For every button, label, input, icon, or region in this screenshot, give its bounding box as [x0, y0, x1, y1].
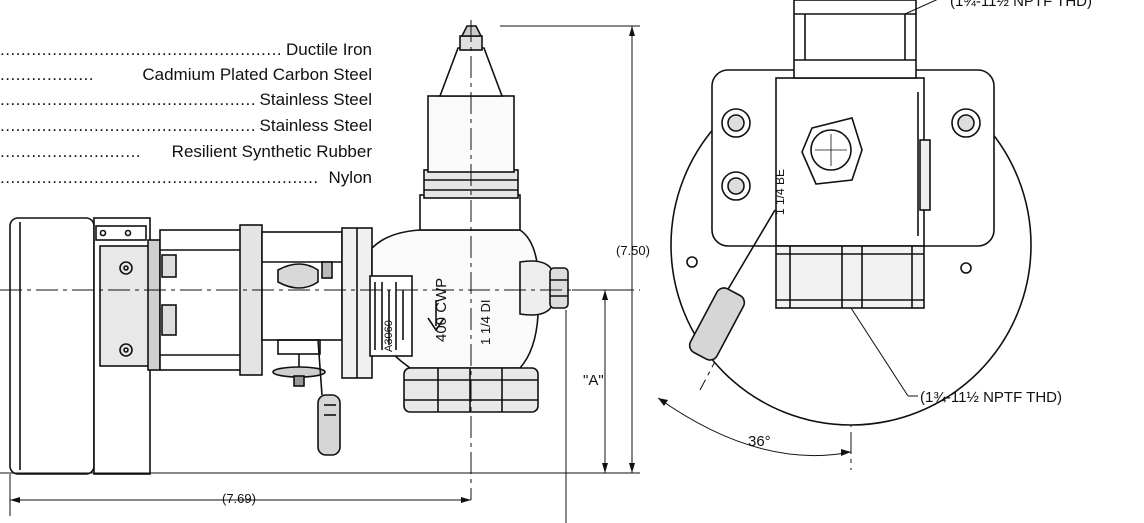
height-a-label: "A"	[583, 372, 604, 389]
leader-dots: ........................................…	[0, 168, 319, 187]
top-view	[670, 0, 1032, 426]
leader-dots: ........................................…	[0, 116, 262, 135]
bottom-thread-label: (1¾-11½ NPTF THD)	[920, 389, 1062, 406]
handle-angle-label: 36°	[748, 433, 771, 450]
angle-arrows	[658, 398, 851, 456]
material-name: Stainless Steel	[253, 90, 372, 110]
handle-lever	[317, 339, 341, 456]
top-size-marking: 1 1/4 BE	[773, 169, 787, 215]
leader-dots: ..................	[0, 65, 95, 84]
material-row: .................. Cadmium Plated Carbon…	[0, 65, 372, 85]
material-row: ........................................…	[0, 90, 372, 110]
actuator-housing	[9, 217, 161, 475]
overall-height-label: (7.50)	[616, 243, 650, 258]
coupling-section	[261, 227, 373, 387]
dimension-lines	[0, 25, 640, 523]
leader-dots: ...........................	[0, 142, 142, 161]
material-row: ........................... Resilient Sy…	[0, 142, 372, 162]
material-name: Cadmium Plated Carbon Steel	[136, 65, 372, 85]
valve-bonnet	[419, 25, 521, 231]
angle-dimension	[657, 0, 938, 457]
material-row: ........................................…	[0, 40, 372, 60]
material-name: Resilient Synthetic Rubber	[165, 142, 372, 162]
material-row: ........................................…	[0, 168, 372, 188]
material-name: Nylon	[322, 168, 372, 188]
dimension-arrows	[10, 26, 635, 503]
adapter-block	[159, 224, 263, 376]
body-pressure-marking: 400 CWP	[433, 278, 450, 342]
material-name: Stainless Steel	[253, 116, 372, 136]
material-row: ........................................…	[0, 116, 372, 136]
leader-dots: ........................................…	[0, 40, 288, 59]
material-name: Ductile Iron	[280, 40, 372, 60]
leader-dots: ........................................…	[0, 90, 262, 109]
body-size-marking: 1 1/4 DI	[478, 299, 493, 345]
top-thread-label: (1¾-11½ NPTF THD)	[950, 0, 1092, 10]
overall-length-label: (7.69)	[222, 491, 256, 506]
brand-marking: A3060	[383, 320, 395, 352]
valve-body	[369, 229, 569, 413]
